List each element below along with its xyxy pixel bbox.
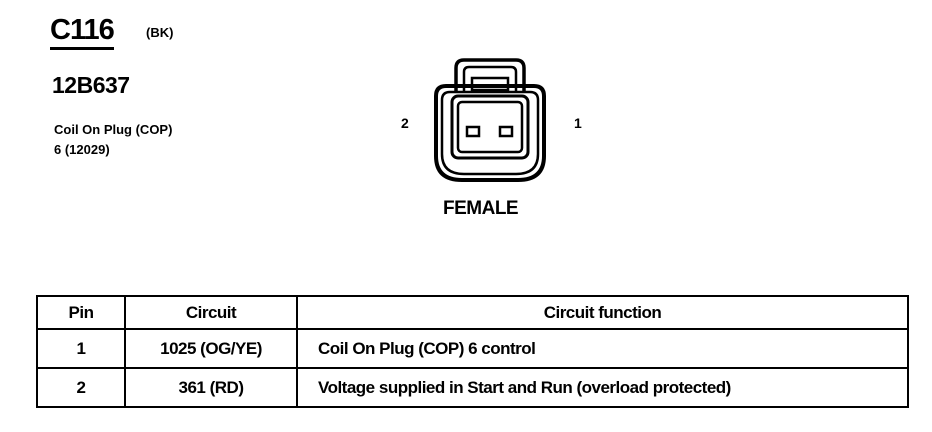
row-circuit-function: Voltage supplied in Start and Run (overl… — [296, 367, 909, 408]
pin-1-cavity — [498, 125, 514, 138]
connector-description: Coil On Plug (COP) — [54, 122, 173, 137]
pin-2-cavity — [465, 125, 481, 138]
part-number: 12B637 — [52, 72, 130, 98]
connector-face-drawing — [434, 58, 546, 182]
row-circuit-function: Coil On Plug (COP) 6 control — [296, 328, 909, 369]
row-pin: 1 — [36, 328, 126, 369]
connector-description-secondary: 6 (12029) — [54, 142, 110, 157]
row-circuit: 1025 (OG/YE) — [124, 328, 298, 369]
table-row: 1 1025 (OG/YE) Coil On Plug (COP) 6 cont… — [36, 328, 909, 369]
row-pin: 2 — [36, 367, 126, 408]
connector-latch — [454, 58, 526, 92]
pin-2-label: 2 — [401, 115, 409, 131]
header-pin: Pin — [36, 295, 126, 330]
header-circuit-function: Circuit function — [296, 295, 909, 330]
header-circuit: Circuit — [124, 295, 298, 330]
pin-1-label: 1 — [574, 115, 582, 131]
pin-cavity-housing — [450, 94, 530, 160]
connector-gender-label: FEMALE — [443, 198, 519, 219]
connector-outer-shell — [434, 84, 546, 182]
pin-circuit-table: Pin Circuit Circuit function 1 1025 (OG/… — [36, 295, 909, 408]
table-header-row: Pin Circuit Circuit function — [36, 295, 909, 330]
connector-color-code: (BK) — [146, 25, 174, 40]
table-row: 2 361 (RD) Voltage supplied in Start and… — [36, 367, 909, 408]
connector-id: C116 — [50, 14, 115, 50]
row-circuit: 361 (RD) — [124, 367, 298, 408]
connector-inner-shell — [440, 90, 540, 176]
